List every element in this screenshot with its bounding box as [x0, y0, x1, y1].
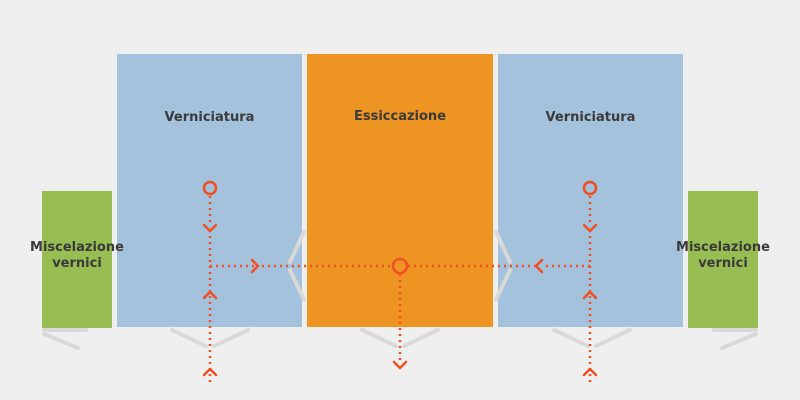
door-partition-left-a: [288, 230, 306, 264]
extraction-node-left-icon: [202, 180, 218, 196]
arrow-down-left-icon: [202, 223, 218, 233]
arrow-up-right-bottom-icon: [582, 367, 598, 377]
door-partition-right-a: [494, 230, 512, 264]
arrow-up-left-icon: [202, 290, 218, 300]
arrow-up-left-bottom-icon: [202, 367, 218, 377]
door-painting-left-a: [170, 328, 208, 348]
mixing-room-right-label: Miscelazione vernici: [676, 240, 770, 271]
door-drying-a: [360, 328, 398, 348]
door-painting-right-b: [594, 328, 632, 348]
painting-booth-right-label: Verniciatura: [545, 110, 636, 125]
painting-booth-left: Verniciatura: [117, 54, 302, 327]
arrow-right-left-icon: [250, 258, 260, 274]
door-drying-b: [402, 328, 440, 348]
airflow-nodes: [202, 180, 598, 275]
mixing-room-left-label: Miscelazione vernici: [30, 240, 124, 271]
drying-booth-label: Essiccazione: [353, 109, 447, 124]
extraction-node-center-icon: [391, 257, 409, 275]
door-painting-right-a: [552, 328, 590, 348]
door-left-mixing: [42, 332, 80, 350]
door-partition-left-b: [288, 268, 306, 302]
door-partition-right-b: [494, 268, 512, 302]
arrow-left-right-icon: [534, 258, 544, 274]
extraction-node-right-icon: [582, 180, 598, 196]
airflow-arrows: [202, 223, 598, 377]
painting-booth-left-label: Verniciatura: [164, 110, 255, 125]
arrow-down-center-icon: [392, 360, 408, 370]
mixing-room-left: [42, 191, 112, 328]
mixing-room-right: [688, 191, 758, 328]
airflow-lines: [208, 196, 592, 384]
painting-booth-right: Verniciatura: [498, 54, 683, 327]
arrow-up-right-icon: [582, 290, 598, 300]
door-painting-left-b: [212, 328, 250, 348]
door-leaves: [42, 230, 758, 350]
door-right-mixing: [720, 332, 758, 350]
arrow-down-right-icon: [582, 223, 598, 233]
